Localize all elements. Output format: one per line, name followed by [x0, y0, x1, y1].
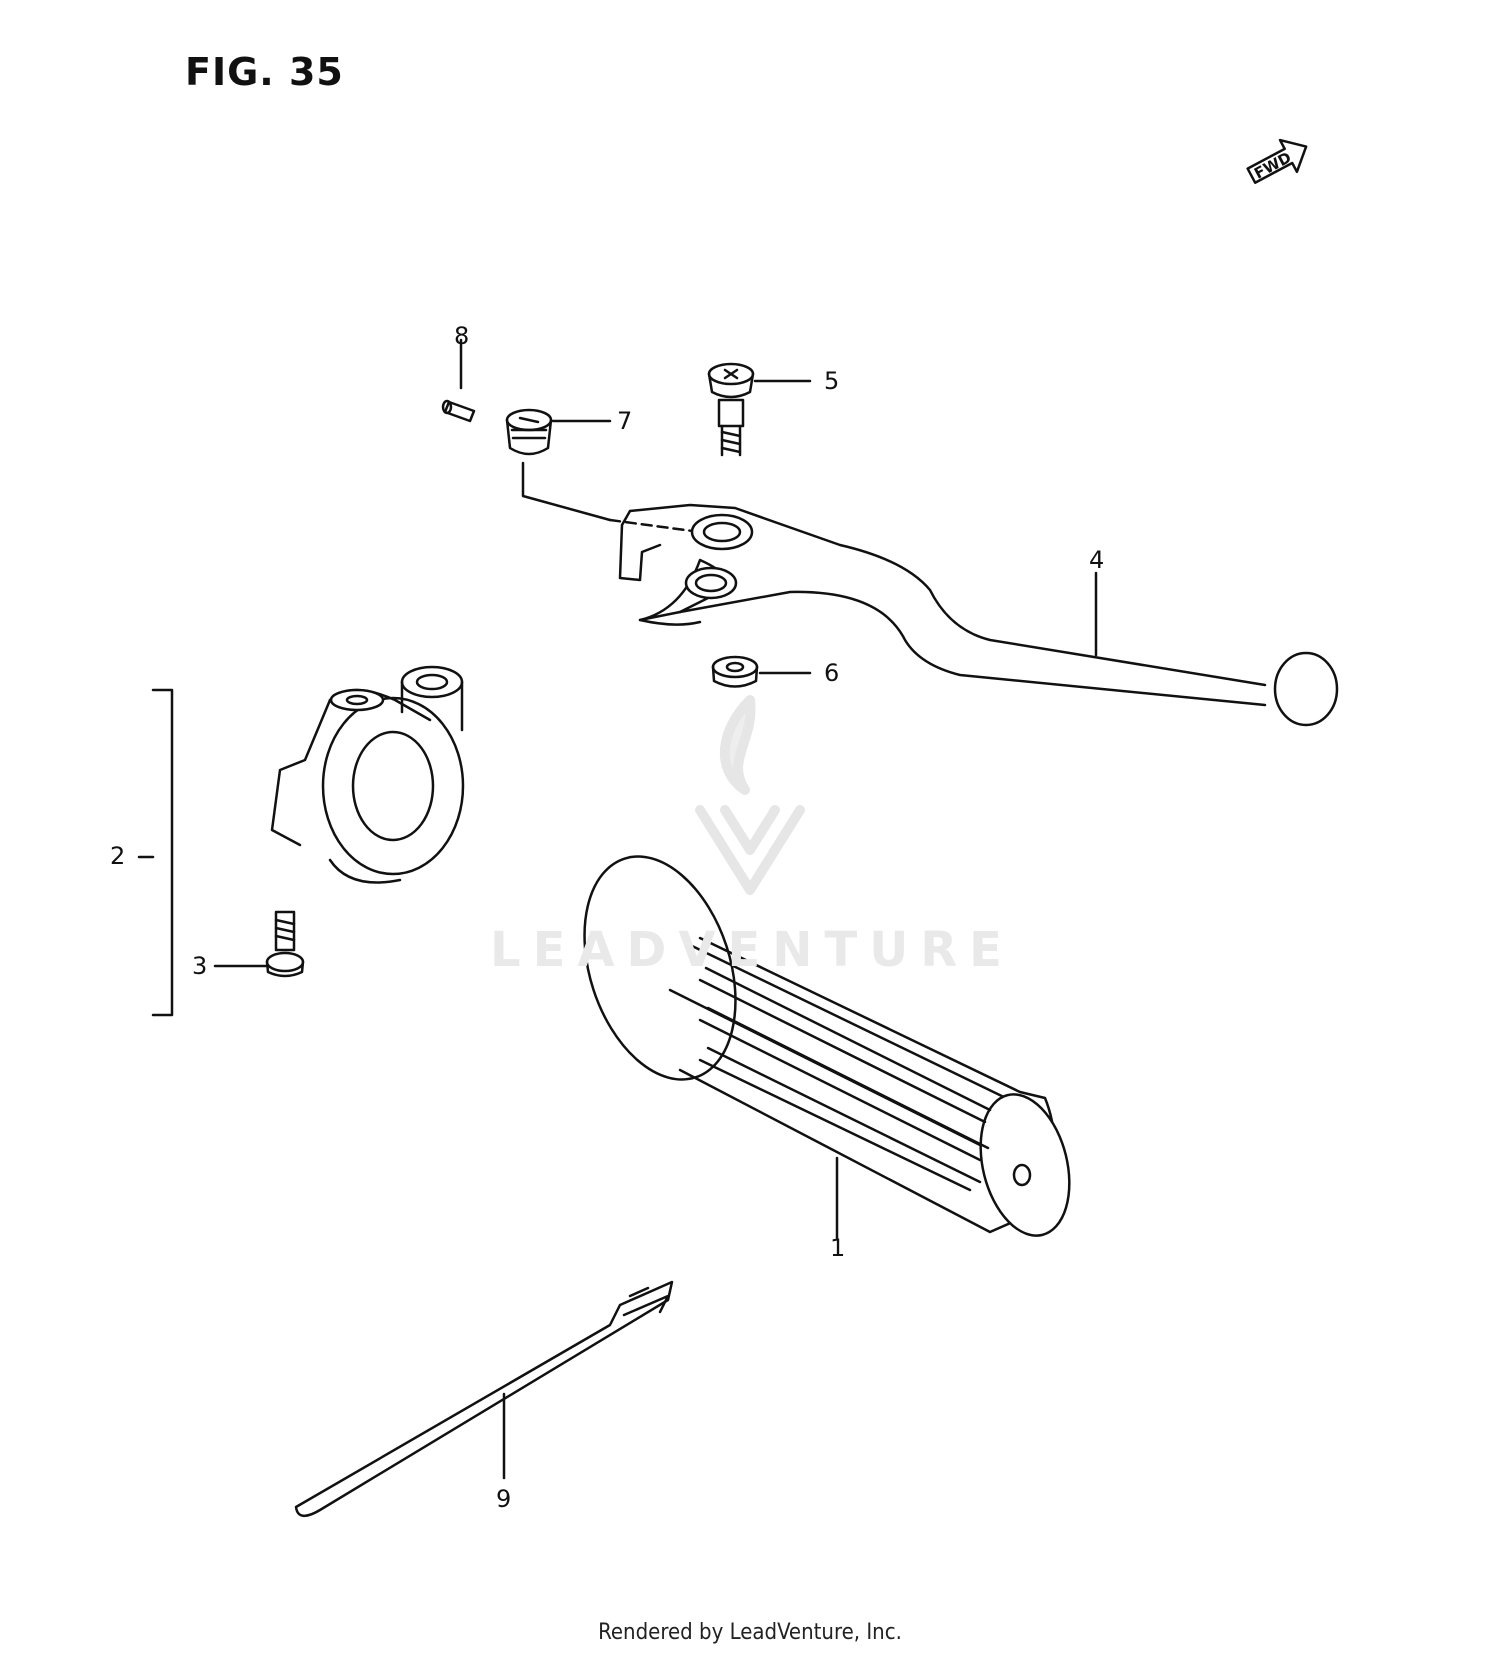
callout-9: 9 — [496, 1485, 512, 1513]
part-2-bracket — [137, 665, 465, 1017]
callout-2: 2 — [110, 842, 126, 870]
callout-1: 1 — [830, 1234, 846, 1262]
watermark-text: LEADVENTURE — [490, 922, 1014, 978]
part-7-adjuster — [505, 408, 702, 534]
part-1-grip — [583, 855, 1071, 1240]
part-9-cable-tie — [294, 1280, 674, 1517]
callout-7: 7 — [617, 407, 633, 435]
callout-6: 6 — [824, 659, 840, 687]
watermark-logo — [695, 695, 805, 895]
figure-title: FIG. 35 — [185, 50, 344, 94]
footer-credit: Rendered by LeadVenture, Inc. — [598, 1620, 902, 1645]
fwd-label: FWD — [1251, 148, 1294, 182]
part-6-nut — [711, 655, 812, 688]
part-3-screw — [213, 910, 305, 978]
part-8-pin — [441, 338, 476, 423]
callout-5: 5 — [824, 367, 840, 395]
callout-4: 4 — [1089, 546, 1105, 574]
fwd-arrow-icon: FWD — [1246, 138, 1308, 184]
callout-3: 3 — [192, 952, 208, 980]
callout-8: 8 — [454, 322, 470, 350]
part-4-lever — [618, 503, 1339, 727]
part-5-pivot-bolt — [707, 362, 812, 457]
